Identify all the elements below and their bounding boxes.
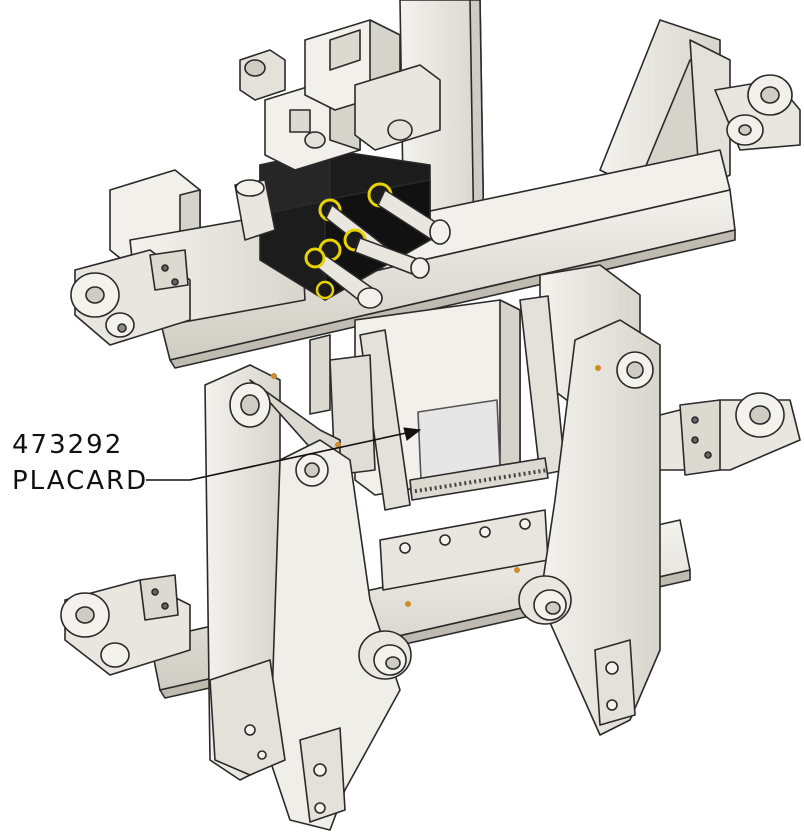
fitting-left <box>234 179 276 241</box>
hydraulic-fittings <box>234 179 451 309</box>
upper-left-roller <box>70 249 191 346</box>
callout-part-name: PLACARD <box>12 466 149 496</box>
center-link-plate <box>269 439 401 831</box>
middle-right-roller <box>639 392 801 476</box>
fitting-lower-right <box>343 228 430 279</box>
callout-part-number: 473292 <box>12 430 124 460</box>
solenoid-valves <box>239 19 441 171</box>
lower-left-roller <box>60 574 191 676</box>
bolt-lower-left <box>358 630 412 680</box>
grease-points <box>271 365 601 607</box>
callout-leader <box>146 427 422 481</box>
right-pivot-plate <box>539 319 661 736</box>
pivot-bolts <box>358 575 572 680</box>
bolt-lower-right <box>518 575 572 625</box>
upper-right-roller <box>714 74 801 151</box>
fitting-upper-right <box>367 182 451 245</box>
serrated-plate <box>409 457 549 501</box>
lower-left-bracket <box>209 659 286 776</box>
